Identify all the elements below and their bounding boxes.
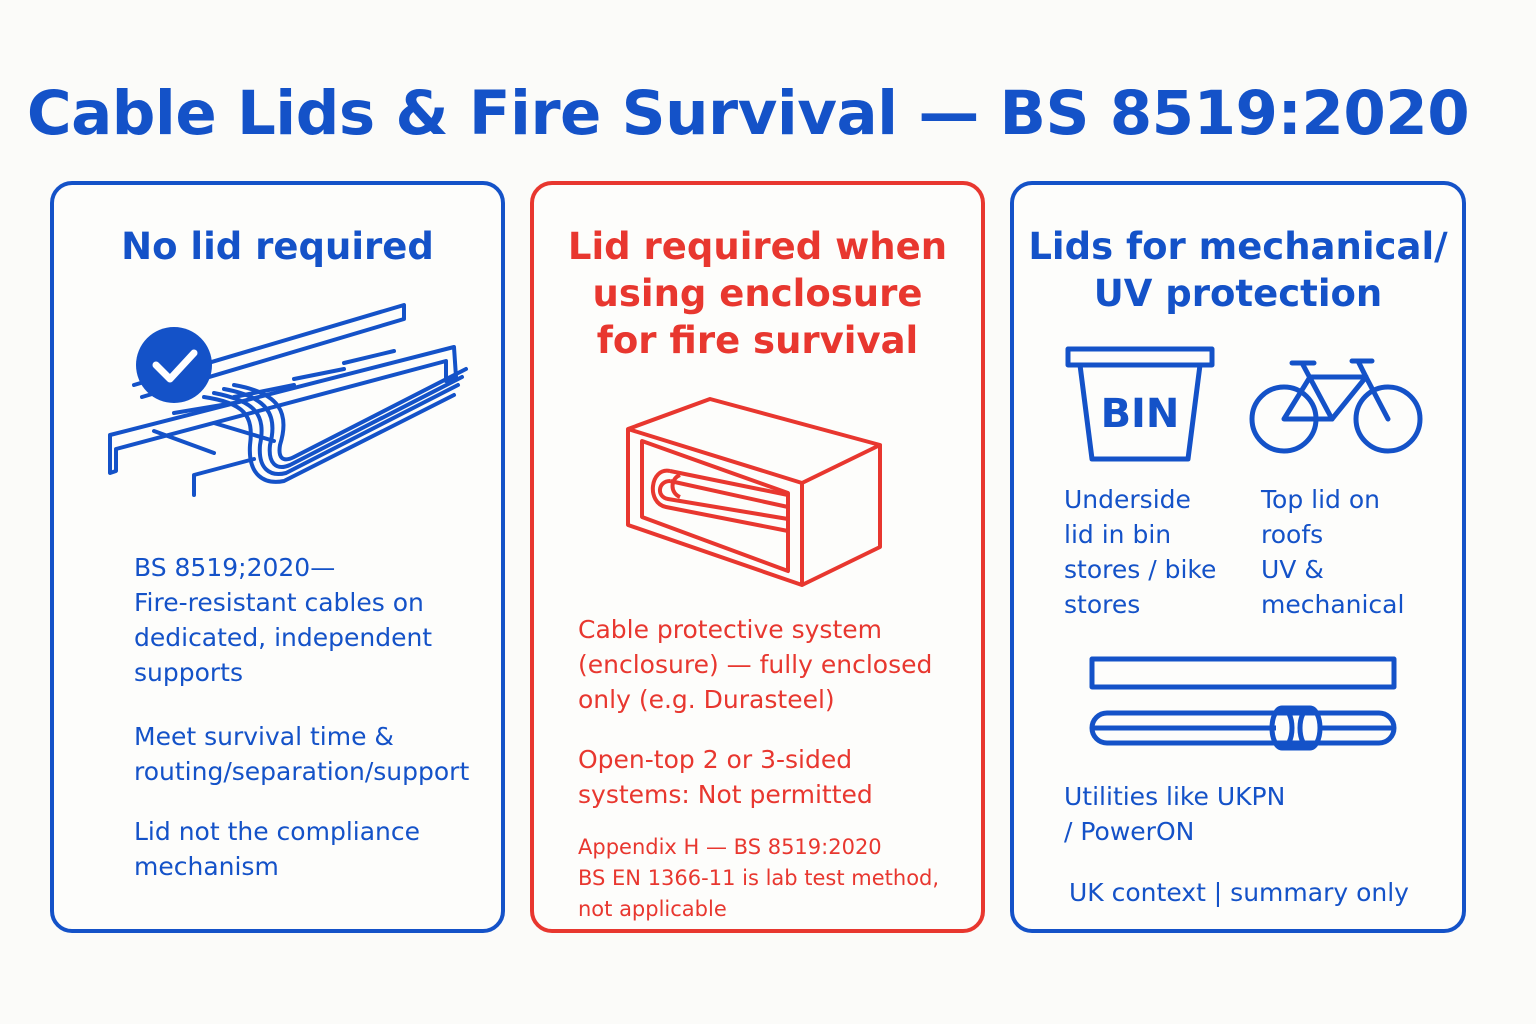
panel-heading: Lids for mechanical/ UV protection [1028,225,1448,315]
footer-note: UK context | summary only [1069,878,1409,907]
text-block-standard: BS 8519;2020— Fire-resistant cables on d… [134,553,433,687]
panel-heading: Lid required when using enclosure for fi… [567,225,948,362]
enclosed-cable-box-icon [626,397,882,587]
text-block-appendix: Appendix H — BS 8519:2020 BS EN 1366-11 … [578,835,940,921]
caption-roofs: Top lid on roofs UV & mechanical [1261,485,1405,619]
text-block-compliance: Lid not the compliance mechanism [134,817,420,881]
text-block-survival: Meet survival time & routing/separation/… [134,722,470,786]
caption-utilities: Utilities like UKPN / PowerON [1064,782,1286,846]
cable-tray-checkmark-icon [108,303,468,497]
bicycle-icon [1249,358,1423,454]
panel-heading: No lid required [121,225,434,268]
text-block-enclosure: Cable protective system (enclosure) — fu… [578,615,933,714]
cable-conduit-icon [1089,656,1397,751]
panel-mechanical-uv: Lids for mechanical/ UV protection BIN U… [1010,181,1466,933]
text-block-not-permitted: Open-top 2 or 3-sided systems: Not permi… [578,745,873,809]
panel-no-lid-required: No lid required BS 8519;2020— Fire- [50,181,505,933]
caption-bin-stores: Underside lid in bin stores / bike store… [1064,485,1217,619]
page-title: Cable Lids & Fire Survival — BS 8519:202… [26,78,1470,149]
bin-label: BIN [1101,391,1180,437]
panel-lid-required: Lid required when using enclosure for fi… [530,181,985,933]
bin-icon: BIN [1065,346,1215,462]
